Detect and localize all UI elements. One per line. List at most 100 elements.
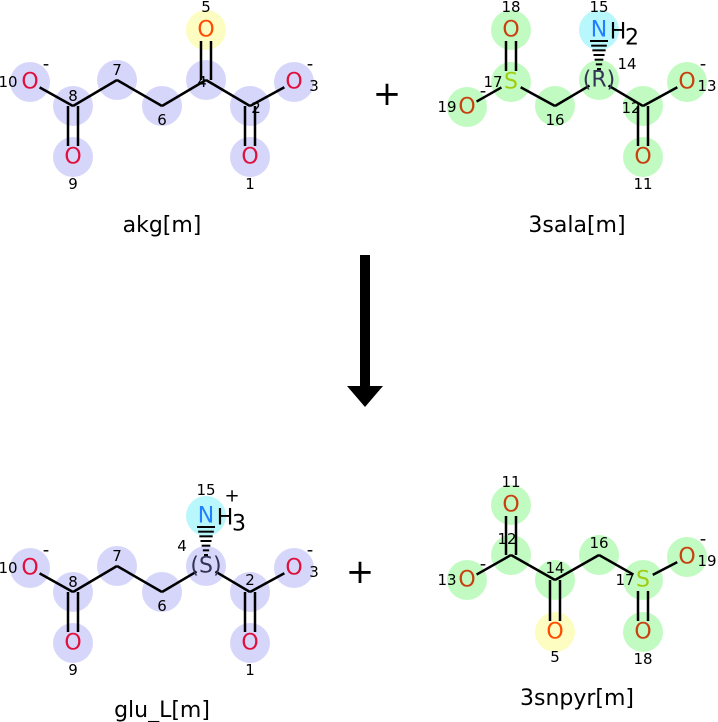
hashed-wedge-bond [197,526,215,556]
atom-symbol: O [285,556,302,581]
single-bond [554,84,591,108]
single-bond [475,553,512,576]
hydrogen-count: 3 [232,512,246,537]
atom-symbol: N [198,504,214,529]
atom-highlight [623,612,663,652]
atom-symbol: O [197,18,214,43]
single-bond [607,84,644,108]
atom-index: 7 [112,61,122,79]
single-bond [214,570,251,594]
molecule-name-akg: akg[m] [123,213,202,238]
atom-highlight [667,62,707,102]
atom-index: 17 [615,571,634,589]
atom-highlight [53,623,93,663]
atom-index: 13 [437,571,456,589]
atom-index: 15 [196,481,215,499]
atom-index: 8 [68,573,78,591]
molecule-name-glu-l: glu_L[m] [114,698,210,722]
atom-index: 6 [157,111,167,129]
atom-index: 11 [633,175,652,193]
atom-symbol: S [504,70,518,95]
atom-symbol: (S) [190,554,221,579]
atom-index: 18 [501,0,520,16]
single-bond [38,572,74,594]
atom-index: 13 [697,77,716,95]
atom-charge: - [307,54,314,75]
atom-charge: - [480,554,487,575]
atom-charge: - [700,54,707,75]
atom-highlight [53,137,93,177]
atom-symbol: O [546,620,563,645]
plus-sign-products: + [346,552,375,592]
atom-symbol: O [678,70,695,95]
atom-index: 14 [545,559,564,577]
atom-symbol: O [64,631,81,656]
single-bond [38,86,74,108]
molecule-name-3snpyr: 3snpyr[m] [520,686,634,711]
atom-symbol: O [634,145,651,170]
atom-highlight [447,560,487,600]
single-bond [642,86,678,108]
atom-highlight [186,546,226,586]
atom-index: 14 [617,55,636,73]
atom-highlight [491,62,531,102]
atom-index: 6 [157,597,167,615]
atom-index: 5 [550,648,560,666]
atom-highlight [186,10,226,50]
atom-charge: - [700,529,707,550]
single-bond [161,570,198,594]
atom-symbol: S [636,568,650,593]
hydrogen-count: 2 [625,26,639,51]
atom-index: 3 [309,563,319,581]
atom-index: 10 [0,73,18,91]
molecule-name-3sala: 3sala[m] [528,213,625,238]
atom-index: 9 [68,661,78,679]
atom-highlight [535,612,575,652]
atom-highlight [230,137,270,177]
atom-symbol: (R) [583,68,615,93]
atom-highlight [491,10,531,50]
single-bond [510,553,556,582]
atom-highlight [274,548,314,588]
single-bond [520,86,556,108]
hydrogen-symbol: H [217,506,234,531]
atom-charge: - [307,540,314,561]
atom-symbol: O [285,70,302,95]
atom-index: 7 [112,547,122,565]
atom-symbol: O [241,145,258,170]
single-bond [554,553,600,582]
single-bond [652,560,678,577]
atom-index: 18 [633,650,652,668]
atom-index: 12 [621,99,640,117]
single-bond [116,78,163,108]
atom-symbol: O [502,18,519,43]
atom-highlight [623,560,663,600]
single-bond [598,553,635,576]
atom-index: 16 [589,534,608,552]
single-bond [161,78,207,108]
atom-symbol: O [502,493,519,518]
atom-highlight [447,87,487,127]
atom-index: 2 [251,99,261,117]
arrow-shaft [360,255,370,388]
single-bond [249,86,285,108]
single-bond [205,78,251,108]
atom-highlight [10,62,50,102]
atom-symbol: O [678,545,695,570]
atom-charge: + [224,486,239,507]
atom-charge: - [43,54,50,75]
atom-index: 19 [697,552,716,570]
atom-symbol: O [634,620,651,645]
atom-charge: - [43,540,50,561]
atom-index: 11 [501,473,520,491]
atom-index: 1 [245,661,255,679]
atom-index: 10 [0,559,18,577]
atom-index: 5 [201,0,211,16]
atom-highlight [230,623,270,663]
atom-index: 17 [483,73,502,91]
